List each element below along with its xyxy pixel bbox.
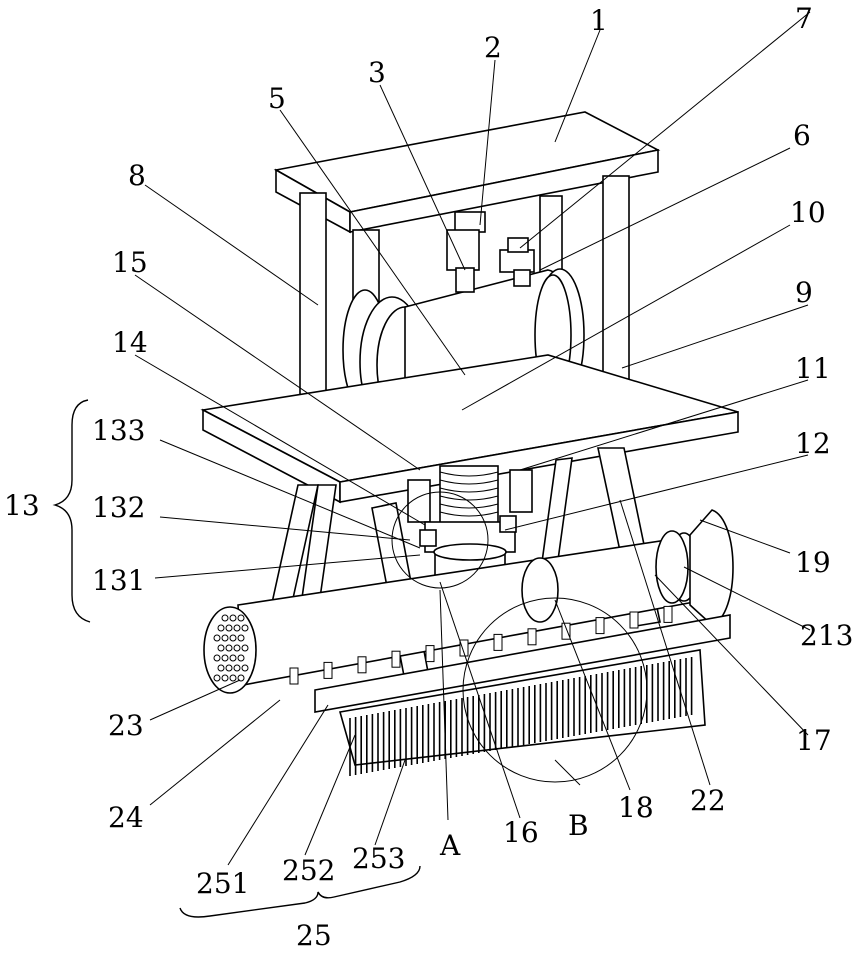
label-17: 17	[796, 724, 832, 757]
motor	[447, 212, 485, 292]
label-19: 19	[795, 546, 831, 579]
spray-nozzle	[596, 618, 604, 634]
spray-nozzle	[630, 612, 638, 628]
label-7: 7	[795, 2, 813, 35]
label-213: 213	[800, 619, 853, 652]
label-b: B	[568, 809, 589, 842]
label-252: 252	[282, 854, 335, 887]
spray-nozzle	[392, 651, 400, 667]
label-1: 1	[590, 4, 608, 37]
spray-nozzle	[494, 634, 502, 650]
label-2: 2	[484, 31, 502, 64]
label-13: 13	[4, 489, 40, 522]
label-132: 132	[92, 491, 145, 524]
spray-nozzle	[664, 606, 672, 622]
spray-nozzle	[290, 668, 298, 684]
spray-nozzle	[358, 657, 366, 673]
label-10: 10	[790, 196, 826, 229]
label-251: 251	[196, 867, 249, 900]
label-8: 8	[128, 159, 146, 192]
label-24: 24	[108, 801, 144, 834]
label-22: 22	[690, 784, 726, 817]
spray-nozzle	[426, 646, 434, 662]
label-12: 12	[795, 427, 831, 460]
label-9: 9	[795, 276, 813, 309]
label-14: 14	[112, 326, 148, 359]
label-23: 23	[108, 709, 144, 742]
label-25: 25	[296, 919, 332, 952]
label-6: 6	[793, 119, 811, 152]
label-5: 5	[268, 82, 286, 115]
brace-13	[55, 400, 90, 622]
pipe-outlet-end	[204, 607, 256, 693]
label-15: 15	[112, 246, 148, 279]
label-3: 3	[368, 56, 386, 89]
spray-nozzle	[562, 623, 570, 639]
label-18: 18	[618, 791, 654, 824]
spray-nozzle	[528, 629, 536, 645]
spray-nozzle	[324, 662, 332, 678]
label-131: 131	[92, 564, 145, 597]
label-a: A	[439, 829, 461, 862]
label-133: 133	[92, 414, 145, 447]
label-253: 253	[352, 842, 405, 875]
valve	[500, 238, 534, 286]
label-16: 16	[503, 816, 539, 849]
label-11: 11	[795, 352, 831, 385]
